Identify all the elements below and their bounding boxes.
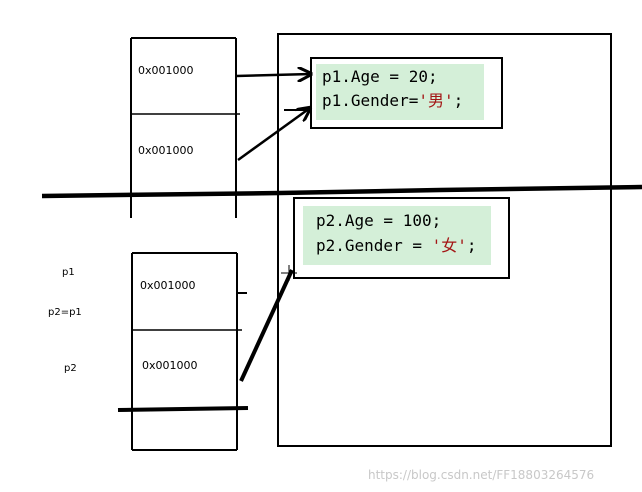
heap-object-1-line2-prefix: p1.Gender= bbox=[322, 91, 418, 110]
watermark: https://blog.csdn.net/FF18803264576 bbox=[368, 468, 594, 482]
stack-top-cell-2-address: 0x001000 bbox=[138, 144, 194, 157]
arrow-stack-top-cell-1-to-object-1 bbox=[235, 74, 311, 76]
heap-object-1-code-bg bbox=[316, 64, 484, 120]
heap-region bbox=[277, 33, 612, 447]
svg-text:p2.Gender = '女';: p2.Gender = '女'; bbox=[316, 236, 477, 255]
stack-bottom: 0x001000 0x001000 bbox=[117, 252, 249, 451]
crosshair-cursor-icon bbox=[281, 265, 297, 281]
svg-text:p1.Gender='男';: p1.Gender='男'; bbox=[322, 91, 463, 110]
heap-object-1-gender-value: '男' bbox=[418, 91, 453, 110]
svg-text:p2.Age = 100;: p2.Age = 100; bbox=[316, 211, 441, 230]
stack-bottom-cell-2-address: 0x001000 bbox=[142, 359, 198, 372]
arrow-stack-top-cell-2-to-object-1 bbox=[237, 108, 310, 162]
scene-separator-line bbox=[41, 184, 642, 199]
stack-bottom-thick-underline bbox=[117, 406, 249, 412]
stack-bottom-cell-1-address: 0x001000 bbox=[140, 279, 196, 292]
heap-object-2-gender-value: '女' bbox=[432, 236, 467, 255]
stack-top: 0x001000 0x001000 bbox=[130, 37, 240, 218]
heap-object-2-line2-prefix: p2.Gender = bbox=[316, 236, 432, 255]
heap-object-2-line1: p2.Age = 100; bbox=[316, 211, 441, 230]
heap-object-2: p2.Age = 100; p2.Gender = '女'; bbox=[293, 197, 510, 279]
label-p2: p2 bbox=[64, 363, 77, 374]
label-p1: p1 bbox=[62, 267, 75, 278]
stack-top-cell-1-address: 0x001000 bbox=[138, 64, 194, 77]
label-p2-equals-p1: p2=p1 bbox=[48, 307, 82, 318]
svg-text:p1.Age = 20;: p1.Age = 20; bbox=[322, 67, 438, 86]
heap-object-1: p1.Age = 20; p1.Gender='男'; bbox=[310, 57, 503, 129]
heap-object-1-line1: p1.Age = 20; bbox=[322, 67, 438, 86]
heap-object-1-line2-suffix: ; bbox=[454, 91, 464, 110]
heap-object-2-line2-suffix: ; bbox=[467, 236, 477, 255]
heap-object-2-code-bg bbox=[303, 206, 491, 265]
arrow-stack-bottom-to-object-2 bbox=[239, 269, 294, 382]
